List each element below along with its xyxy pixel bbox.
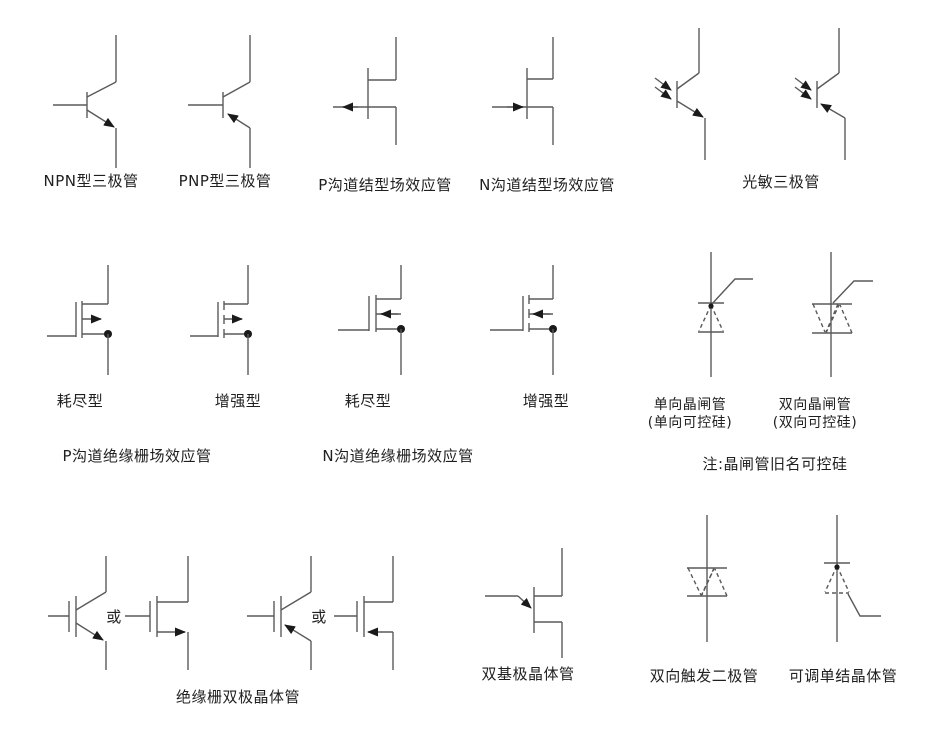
photo-transistor-npn-symbol xyxy=(654,28,706,160)
light-ray-icon xyxy=(654,77,672,91)
pnp-transistor-symbol xyxy=(188,35,251,168)
label-p-enhancement: 增强型 xyxy=(214,392,262,410)
p-mosfet-enhancement-symbol xyxy=(190,265,252,375)
igbt-bjt-style-symbol-1 xyxy=(48,556,107,670)
label-diac: 双向触发二极管 xyxy=(649,667,759,685)
label-or-1: 或 xyxy=(106,608,122,626)
label-scr-name: 单向晶闸管 xyxy=(653,397,727,413)
label-photo-transistor: 光敏三极管 xyxy=(742,173,820,191)
triac-symbol xyxy=(812,252,873,377)
label-p-depletion: 耗尽型 xyxy=(56,392,104,410)
light-ray-icon xyxy=(794,86,812,100)
light-ray-icon xyxy=(654,86,672,100)
put-symbol xyxy=(824,515,881,642)
light-ray-icon xyxy=(794,77,812,91)
label-n-enhancement: 增强型 xyxy=(522,392,570,410)
label-pnp-transistor: PNP型三极管 xyxy=(178,172,272,190)
label-n-depletion: 耗尽型 xyxy=(344,392,392,410)
unijunction-transistor-symbol xyxy=(485,548,563,658)
npn-transistor-symbol xyxy=(53,35,117,168)
igbt-mosfet-style-symbol-2 xyxy=(334,556,394,670)
label-p-igfet-group: P沟道绝缘栅场效应管 xyxy=(62,447,212,465)
igbt-mosfet-style-symbol-1 xyxy=(125,556,189,670)
label-igbt-group: 绝缘栅双极晶体管 xyxy=(175,688,301,706)
label-n-jfet: N沟道结型场效应管 xyxy=(479,176,615,194)
label-thyristor-note: 注:晶闸管旧名可控硅 xyxy=(702,455,848,473)
label-npn-transistor: NPN型三极管 xyxy=(43,172,139,190)
n-mosfet-depletion-symbol xyxy=(338,265,405,375)
photo-transistor-pnp-symbol xyxy=(794,28,846,160)
n-mosfet-enhancement-symbol xyxy=(490,265,557,375)
label-triac-alt: (双向可控硅) xyxy=(772,415,858,431)
label-or-2: 或 xyxy=(311,608,327,626)
p-mosfet-depletion-symbol xyxy=(47,265,112,375)
diac-symbol xyxy=(687,515,728,642)
igbt-bjt-style-symbol-2 xyxy=(247,556,312,670)
label-scr-alt: (单向可控硅) xyxy=(647,415,733,431)
label-p-jfet: P沟道结型场效应管 xyxy=(318,176,452,194)
scr-thyristor-symbol xyxy=(698,252,753,377)
label-put: 可调单结晶体管 xyxy=(788,667,898,685)
label-triac-name: 双向晶闸管 xyxy=(778,397,852,413)
n-channel-jfet-symbol xyxy=(492,37,554,145)
label-ujt: 双基极晶体管 xyxy=(481,665,575,683)
p-channel-jfet-symbol xyxy=(333,37,397,145)
label-n-igfet-group: N沟道绝缘栅场效应管 xyxy=(322,447,474,465)
